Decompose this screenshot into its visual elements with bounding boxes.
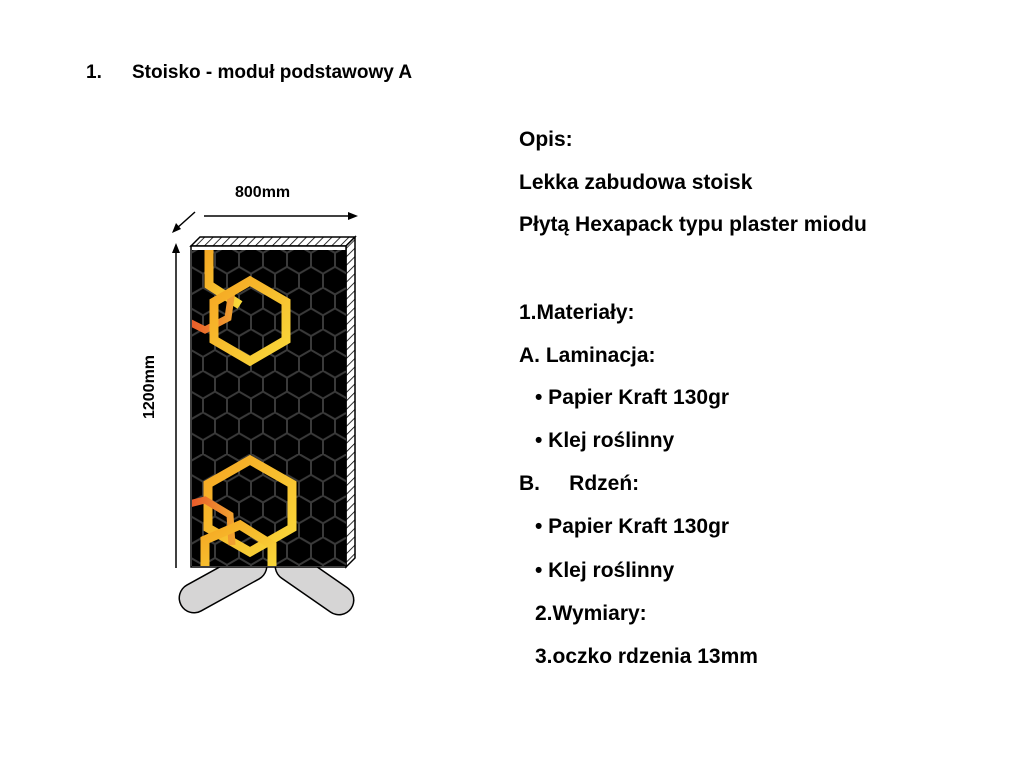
list-item: • Klej roślinny	[535, 559, 675, 582]
dimensions-heading: 2.Wymiary:	[535, 602, 647, 625]
panel-top-edge	[189, 236, 357, 247]
height-arrow	[172, 243, 180, 568]
lamination-heading: A. Laminacja:	[519, 344, 656, 367]
core-cell-size: 3.oczko rdzenia 13mm	[535, 645, 758, 668]
depth-arrow	[172, 211, 196, 233]
description-line: Lekka zabudowa stoisk	[519, 171, 753, 194]
list-item: • Papier Kraft 130gr	[535, 515, 730, 538]
list-item: • Papier Kraft 130gr	[535, 386, 730, 409]
height-label: 1200mm	[141, 354, 159, 420]
panel-side-edge	[345, 235, 356, 569]
core-heading: B. Rdzeń:	[519, 472, 640, 495]
stand-leg-right	[274, 550, 355, 616]
heading-title: Stoisko - moduł podstawowy A	[132, 62, 413, 83]
heading-number: 1.	[86, 62, 102, 83]
hexagon-decoration	[192, 250, 297, 566]
description-heading: Opis:	[519, 128, 573, 151]
list-item: • Klej roślinny	[535, 429, 675, 452]
materials-heading: 1.Materiały:	[519, 301, 635, 324]
width-label: 800mm	[235, 184, 291, 201]
width-arrow	[204, 212, 358, 220]
description-line: Płytą Hexapack typu plaster miodu	[519, 213, 867, 236]
stand-leg-left	[178, 550, 268, 614]
